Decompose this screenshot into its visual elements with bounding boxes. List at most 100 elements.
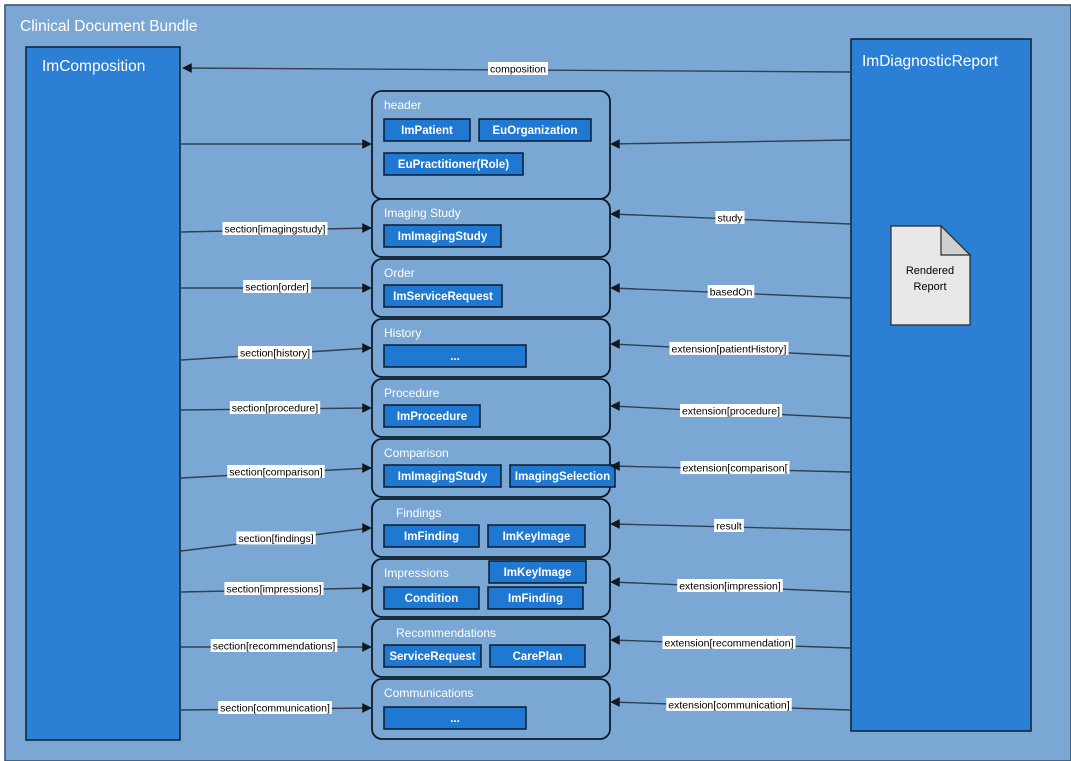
- edge-label-left-procedure-text: section[procedure]: [232, 403, 318, 415]
- arrow-head: [362, 463, 372, 473]
- edge-right-impression: extension[impression]: [610, 577, 851, 593]
- chip-impressions-condition[interactable]: [383, 586, 480, 610]
- edge-label-right-study-text: study: [717, 212, 743, 224]
- edge-label-right-procedure-bg: [679, 404, 783, 417]
- edge-left-procedure: section[procedure]: [180, 401, 372, 415]
- edge-right-comparison: extension[comparison[: [610, 461, 851, 475]
- edge-left-order: section[order]: [181, 280, 372, 294]
- edge-right-patienthistory: extension[patientHistory]: [610, 339, 851, 357]
- edge-label-right-composition-text: composition: [490, 64, 546, 76]
- arrow-head: [610, 139, 620, 149]
- section-title-header: header: [384, 98, 421, 112]
- chip-impressions-imfinding[interactable]: [487, 586, 584, 610]
- edge-label-left-communications-text: section[communication]: [220, 703, 330, 715]
- chip-label-header: EuPractitioner(Role): [398, 159, 509, 171]
- section-title-history: History: [384, 326, 421, 340]
- arrow-head: [610, 461, 620, 471]
- chip-label-order: ImServiceRequest: [393, 291, 493, 303]
- edge-label-left-communications-bg: [218, 701, 332, 715]
- section-title-recommendations: Recommendations: [396, 626, 496, 640]
- edge-label-left-history-bg: [237, 346, 313, 360]
- edge-right-procedure: extension[procedure]: [610, 401, 851, 419]
- chip-recommendations-careplan[interactable]: [489, 644, 586, 668]
- arrow-head: [362, 283, 372, 293]
- edge-label-left-findings-bg: [236, 531, 316, 545]
- chip-label-history: ...: [450, 351, 460, 363]
- class-box-imcomposition[interactable]: [25, 46, 181, 741]
- edge-label-right-recommendation: extension[recommendation]: [662, 635, 796, 649]
- chip-label-recommendations: CarePlan: [513, 651, 563, 663]
- arrow-head: [362, 343, 372, 353]
- edge-label-left-recommendations-bg: [210, 639, 338, 652]
- chip-procedure-improcedure[interactable]: [383, 404, 481, 428]
- class-title-imcomposition: ImComposition: [42, 58, 145, 75]
- arrow-head: [610, 697, 620, 707]
- edge-label-right-result-bg: [714, 518, 744, 532]
- edge-right-communication: extension[communication]: [610, 697, 851, 711]
- chip-findings-imfinding[interactable]: [383, 524, 480, 548]
- edge-left-impressions: section[impressions]: [180, 582, 372, 596]
- chip-label-communications: ...: [450, 713, 460, 725]
- arrow-head: [610, 209, 620, 219]
- edge-label-left-communications: section[communication]: [218, 701, 332, 715]
- arrow-head: [610, 401, 620, 411]
- edge-label-left-recommendations-text: section[recommendations]: [213, 641, 336, 653]
- chip-findings-imkeyimage[interactable]: [487, 524, 586, 548]
- edge-label-left-order-text: section[order]: [245, 282, 309, 294]
- chip-header-impatient[interactable]: [383, 118, 471, 142]
- chip-order-imservicerequest[interactable]: [383, 284, 503, 308]
- edge-right-result: result: [610, 518, 851, 532]
- edge-label-right-procedure: extension[procedure]: [679, 404, 783, 418]
- chip-header-eupractitioner-role-[interactable]: [383, 152, 524, 176]
- edge-left-history: section[history]: [180, 343, 372, 361]
- section-history[interactable]: History...: [371, 318, 611, 378]
- edge-left-recommendations: section[recommendations]: [181, 639, 372, 653]
- chip-label-procedure: ImProcedure: [397, 411, 467, 423]
- edge-label-left-impressions: section[impressions]: [224, 582, 324, 596]
- chip-impressions-imkeyimage[interactable]: [488, 560, 587, 584]
- section-title-impressions: Impressions: [384, 566, 449, 580]
- arrow-head: [362, 223, 372, 233]
- arrow-head: [362, 583, 372, 593]
- chip-header-euorganization[interactable]: [478, 118, 592, 142]
- chip-comparison-imagingselection[interactable]: [509, 464, 616, 488]
- edge-label-right-communication-bg: [666, 697, 792, 711]
- chip-label-findings: ImKeyImage: [503, 531, 571, 543]
- chip-recommendations-servicerequest[interactable]: [383, 644, 482, 668]
- edge-label-left-findings: section[findings]: [236, 531, 316, 545]
- edge-label-right-impression-bg: [677, 578, 783, 592]
- chip-imagingstudy-imimagingstudy[interactable]: [383, 224, 502, 248]
- class-box-imdiagnosticreport[interactable]: [850, 38, 1032, 732]
- edge-label-left-comparison-bg: [227, 464, 325, 478]
- class-title-imdiagnosticreport: ImDiagnosticReport: [862, 53, 999, 70]
- arrow-head: [610, 339, 620, 349]
- edge-label-right-patienthistory-bg: [669, 341, 789, 355]
- chip-history--[interactable]: [383, 344, 527, 368]
- chip-comparison-imimagingstudy[interactable]: [383, 464, 502, 488]
- edge-label-right-comparison-text: extension[comparison[: [682, 463, 787, 475]
- edge-left-communications: section[communication]: [180, 701, 372, 715]
- section-communications[interactable]: Communications...: [371, 678, 611, 740]
- edge-label-left-comparison-text: section[comparison]: [229, 466, 322, 478]
- edge-label-left-procedure-bg: [229, 401, 321, 415]
- section-title-communications: Communications: [384, 686, 473, 700]
- edge-right-header: [610, 139, 851, 149]
- chip-label-header: ImPatient: [401, 125, 453, 137]
- edge-label-right-procedure-text: extension[procedure]: [682, 406, 780, 418]
- document-icon-line1: Rendered: [906, 265, 954, 277]
- arrow-head: [362, 642, 372, 652]
- edge-label-right-impression: extension[impression]: [677, 578, 783, 592]
- chip-communications--[interactable]: [383, 706, 527, 730]
- arrow-head: [362, 523, 372, 533]
- document-icon-fold: [940, 224, 972, 256]
